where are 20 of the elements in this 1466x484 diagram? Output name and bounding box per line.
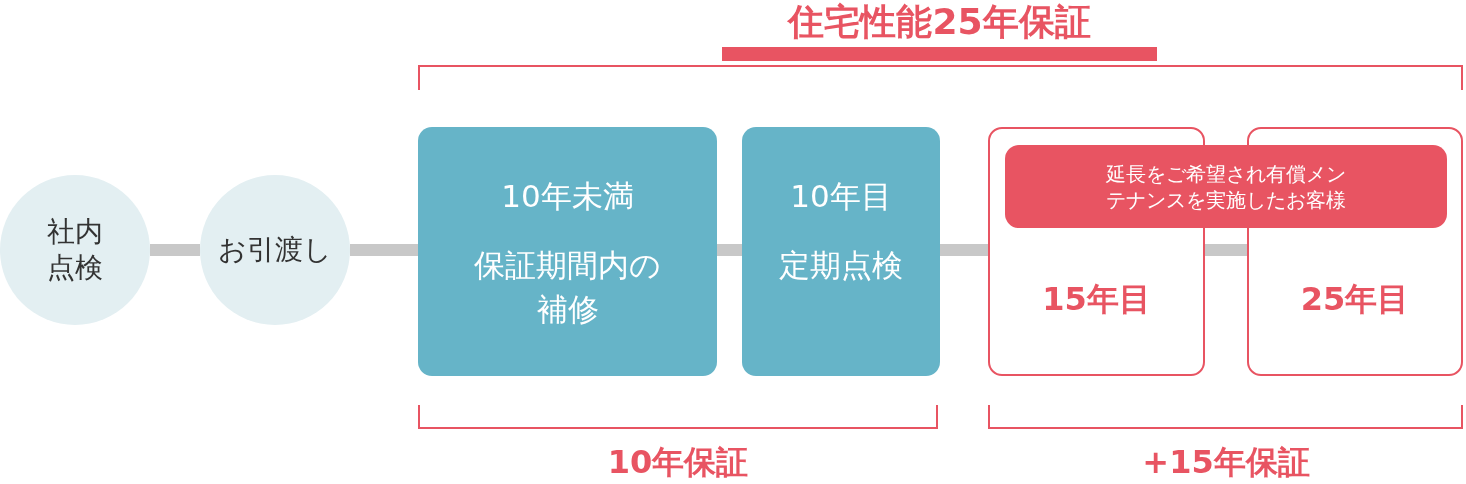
connector-line xyxy=(150,244,200,256)
connector-line xyxy=(717,244,742,256)
step-label: 定期点検 xyxy=(779,246,903,286)
step-label: 15年目 xyxy=(1041,279,1152,321)
warranty-label: +15年保証 xyxy=(1141,442,1311,482)
customer-banner xyxy=(1005,145,1447,228)
step-heading: 10年未満 xyxy=(500,177,635,216)
step-box xyxy=(742,127,940,376)
step-box xyxy=(418,127,717,376)
step-label: 25年目 xyxy=(1299,279,1411,321)
banner-text: 延長をご希望され有償メンテナンスを実施したお客様 xyxy=(1105,160,1347,213)
step-label: お引渡し xyxy=(218,231,332,268)
step-label: 社内点検 xyxy=(46,213,104,286)
title: 住宅性能25年保証 xyxy=(722,0,1157,61)
connector-line xyxy=(350,244,418,256)
step-heading: 10年目 xyxy=(789,177,893,216)
connector-line xyxy=(940,244,988,256)
connector-line xyxy=(1205,244,1247,256)
step-label: 保証期間内の補修 xyxy=(473,246,662,329)
warranty-label: 10年保証 xyxy=(606,442,750,482)
